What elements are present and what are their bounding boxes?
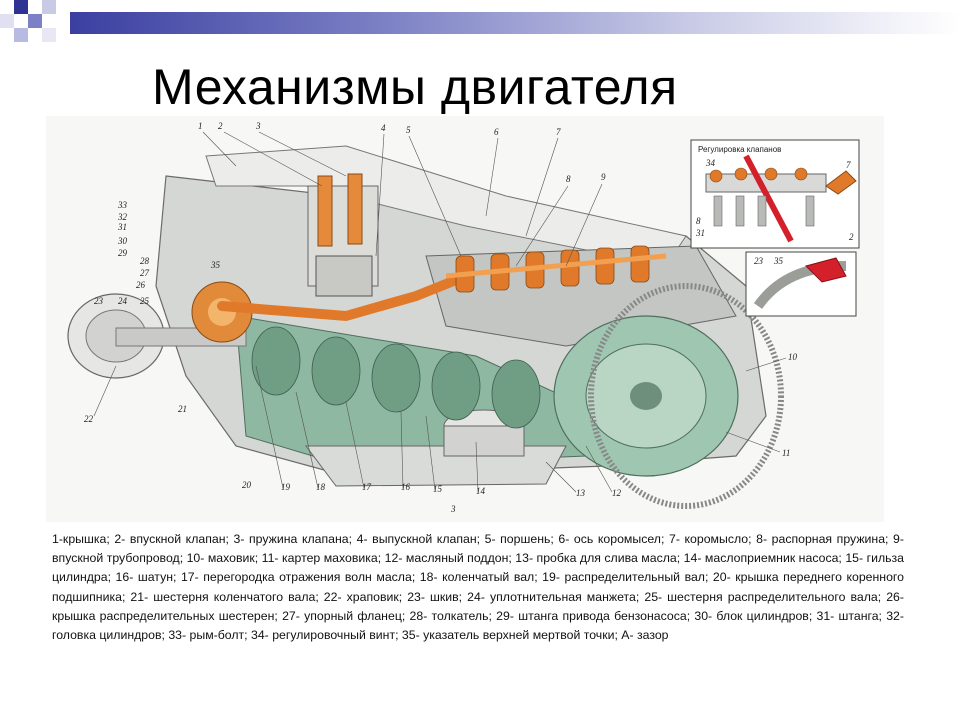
decor-square bbox=[14, 28, 28, 42]
callout-3: 3 bbox=[255, 121, 261, 131]
callout-29: 29 bbox=[118, 248, 128, 258]
callout-18: 18 bbox=[316, 482, 326, 492]
inset-callout-7: 7 bbox=[846, 160, 851, 170]
inset-callout-2: 2 bbox=[849, 232, 854, 242]
callout-19: 19 bbox=[281, 482, 291, 492]
callout-30: 30 bbox=[117, 236, 128, 246]
callout-12: 12 bbox=[612, 488, 622, 498]
decor-square bbox=[42, 28, 56, 42]
inset2-callout-35: 35 bbox=[773, 256, 784, 266]
callout-21: 21 bbox=[178, 404, 187, 414]
callout-23: 23 bbox=[94, 296, 104, 306]
callout-11: 11 bbox=[782, 448, 790, 458]
header-gradient-bar bbox=[70, 12, 960, 34]
callout-bottom: 3 bbox=[450, 504, 456, 514]
inset-callout-8: 8 bbox=[696, 216, 701, 226]
legend-caption: 1-крышка; 2- впускной клапан; 3- пружина… bbox=[52, 530, 904, 645]
callout-2: 2 bbox=[218, 121, 223, 131]
inset-valve-adjustment: Регулировка клапанов bbox=[690, 139, 860, 249]
inset-callout-31: 31 bbox=[695, 228, 705, 238]
decor-square bbox=[0, 14, 14, 28]
inset-title: Регулировка клапанов bbox=[698, 145, 781, 154]
decor-square bbox=[42, 0, 56, 14]
header-decoration bbox=[0, 0, 960, 46]
callout-10: 10 bbox=[788, 352, 798, 362]
inset2-callout-23: 23 bbox=[754, 256, 764, 266]
callout-5: 5 bbox=[406, 125, 411, 135]
callout-22: 22 bbox=[84, 414, 94, 424]
engine-body bbox=[67, 145, 784, 509]
callout-13: 13 bbox=[576, 488, 586, 498]
callout-33: 33 bbox=[117, 200, 128, 210]
callout-8: 8 bbox=[566, 174, 571, 184]
engine-diagram: Регулировка клапанов bbox=[46, 116, 884, 522]
callout-14: 14 bbox=[476, 486, 486, 496]
callout-35: 35 bbox=[210, 260, 221, 270]
callout-31: 31 bbox=[117, 222, 127, 232]
callout-1: 1 bbox=[198, 121, 203, 131]
callout-4: 4 bbox=[381, 123, 386, 133]
slide-title: Механизмы двигателя bbox=[152, 59, 678, 115]
callout-9: 9 bbox=[601, 172, 606, 182]
legend-text: 1-крышка; 2- впускной клапан; 3- пружина… bbox=[52, 532, 904, 643]
callout-6: 6 bbox=[494, 127, 499, 137]
inset-tdc-pointer bbox=[745, 251, 857, 317]
callout-labels: 1 2 3 4 5 6 7 8 9 10 11 12 13 14 15 16 1… bbox=[84, 121, 854, 514]
callout-15: 15 bbox=[433, 484, 443, 494]
decor-square bbox=[28, 14, 42, 28]
callout-16: 16 bbox=[401, 482, 411, 492]
callout-32: 32 bbox=[117, 212, 128, 222]
inset-callout-34: 34 bbox=[705, 158, 716, 168]
callout-28: 28 bbox=[140, 256, 150, 266]
callout-24: 24 bbox=[118, 296, 128, 306]
callout-17: 17 bbox=[362, 482, 372, 492]
callout-25: 25 bbox=[140, 296, 150, 306]
decor-square bbox=[14, 0, 28, 14]
callout-20: 20 bbox=[242, 480, 252, 490]
callout-26: 26 bbox=[136, 280, 146, 290]
callout-7: 7 bbox=[556, 127, 561, 137]
callout-27: 27 bbox=[140, 268, 150, 278]
